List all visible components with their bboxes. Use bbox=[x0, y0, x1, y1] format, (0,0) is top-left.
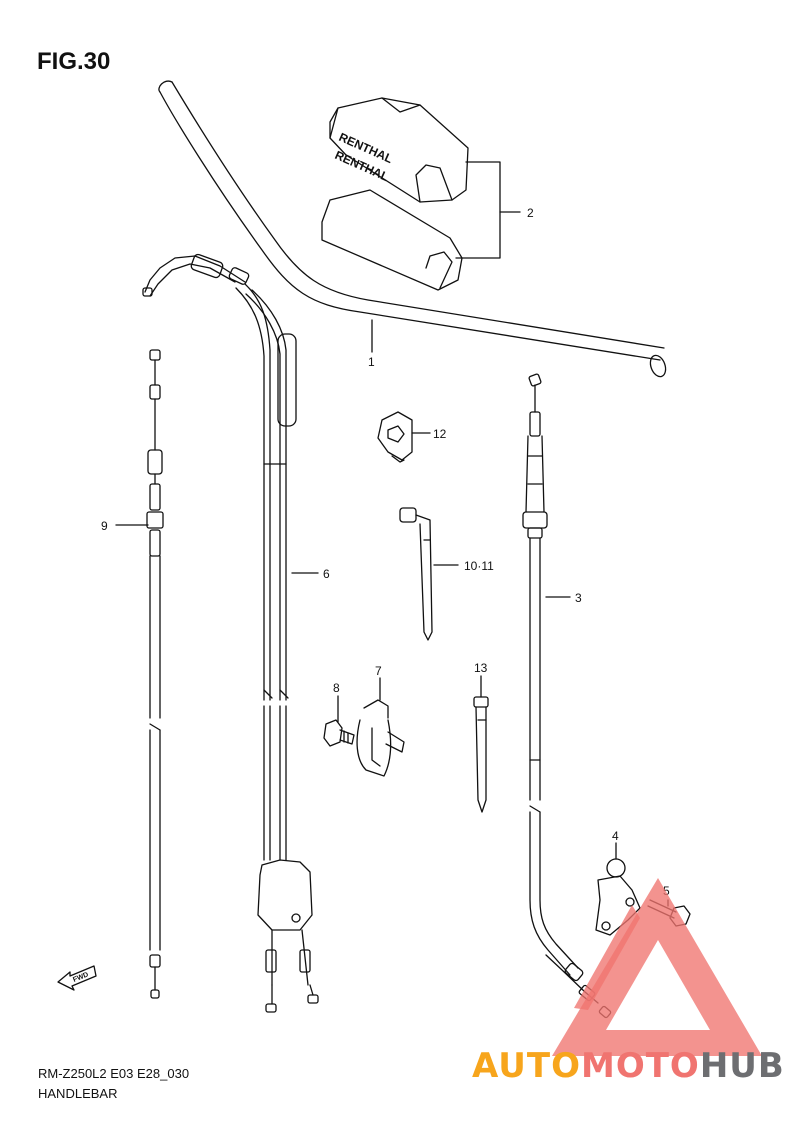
callout-12: 12 bbox=[433, 427, 447, 441]
hot-start-cable-part bbox=[146, 349, 164, 999]
footer-model-code: RM-Z250L2 E03 E28_030 bbox=[38, 1066, 190, 1081]
watermark-text: AUTOMOTOHUB bbox=[472, 1046, 785, 1086]
watermark-part-1: AUTO bbox=[472, 1046, 581, 1086]
callout-7: 7 bbox=[375, 664, 382, 678]
callout-6: 6 bbox=[323, 567, 330, 581]
callout-8: 8 bbox=[333, 681, 340, 695]
callout-3: 3 bbox=[575, 591, 582, 605]
clamp-part bbox=[377, 411, 413, 463]
footer-assembly-name: HANDLEBAR bbox=[38, 1086, 118, 1101]
cable-band-part bbox=[473, 696, 489, 813]
bolt-part bbox=[323, 719, 355, 747]
watermark-part-2: MOTO bbox=[580, 1046, 700, 1086]
callout-1: 1 bbox=[368, 355, 375, 369]
callout-4: 4 bbox=[612, 829, 619, 843]
fwd-arrow-icon: FWD bbox=[57, 965, 97, 991]
figure-title: FIG.30 bbox=[37, 48, 111, 75]
triangle-logo-icon bbox=[552, 878, 762, 1056]
cable-clamp-part bbox=[356, 699, 405, 777]
handlebar-pad-foam bbox=[321, 189, 463, 291]
callout-5: 5 bbox=[663, 884, 670, 898]
handlebar-pad-cover: RENTHAL RENTHAL bbox=[329, 97, 469, 203]
callout-bracket-2 bbox=[455, 161, 501, 259]
watermark-part-3: HUB bbox=[699, 1046, 785, 1086]
callout-2: 2 bbox=[527, 206, 534, 220]
handlebar-part bbox=[158, 80, 667, 378]
callout-10-11: 10·11 bbox=[464, 559, 494, 573]
callout-13: 13 bbox=[474, 661, 488, 675]
clutch-cable-part bbox=[522, 373, 612, 1019]
callout-9: 9 bbox=[101, 519, 108, 533]
cable-tie-part bbox=[399, 507, 433, 641]
throttle-cable-part bbox=[142, 253, 319, 1013]
